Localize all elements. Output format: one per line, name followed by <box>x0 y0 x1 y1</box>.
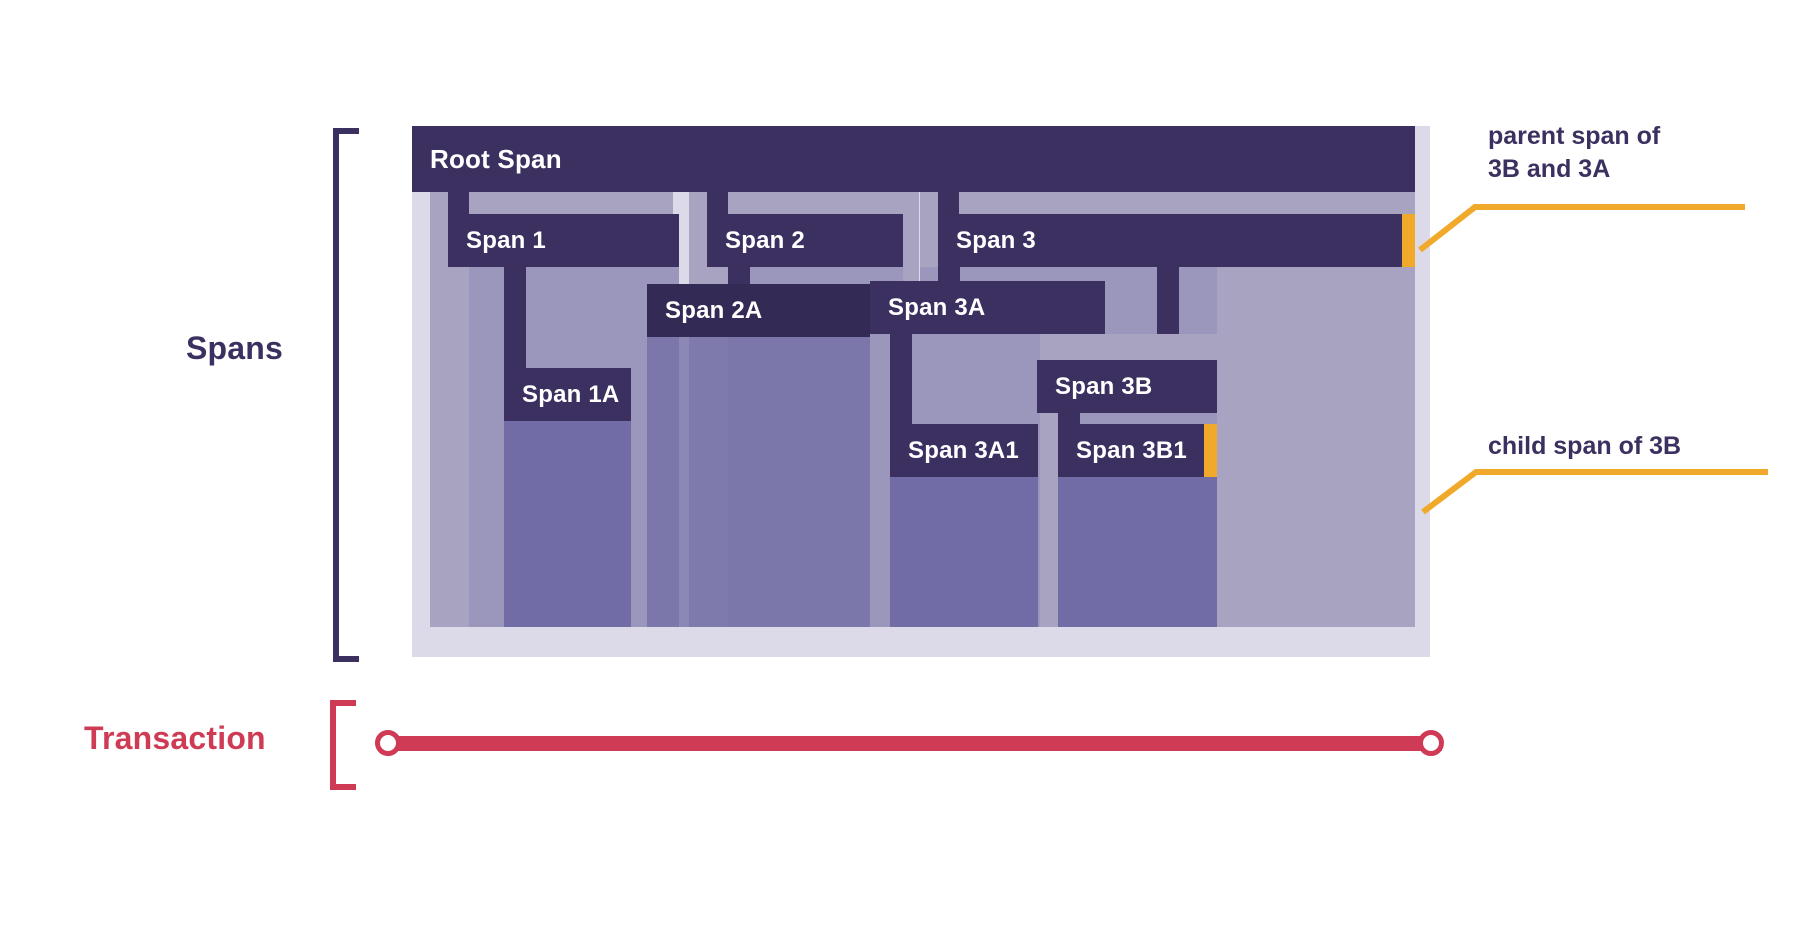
marker-parent-span-3 <box>1402 214 1415 267</box>
span-track-3a1-body <box>890 477 1038 627</box>
spans-waterfall: Root Span Span 1 Span 1A Span 2 Span 2A … <box>412 126 1430 657</box>
span-track-2a-body <box>647 337 903 627</box>
callout-text-child: child span of 3B <box>1488 432 1682 460</box>
connector-span3a-to-span3a1 <box>890 334 912 438</box>
span-bar-2[interactable]: Span 2 <box>707 214 903 267</box>
span-bar-3a1[interactable]: Span 3A1 <box>890 424 1038 477</box>
transaction-timeline-bar <box>385 736 1442 751</box>
callout-leader-line-parent <box>1418 204 1745 253</box>
span-bar-3b1[interactable]: Span 3B1 <box>1058 424 1217 477</box>
spans-bracket <box>333 128 359 662</box>
span-bar-root[interactable]: Root Span <box>412 126 1415 192</box>
transaction-start-dot <box>375 730 401 756</box>
span-bar-3b[interactable]: Span 3B <box>1037 360 1217 413</box>
spans-group-label: Spans <box>186 330 284 366</box>
callout-leader-line-child <box>1421 469 1768 515</box>
span-bar-3a[interactable]: Span 3A <box>870 281 1105 334</box>
span-bar-1[interactable]: Span 1 <box>448 214 679 267</box>
span-bar-2a[interactable]: Span 2A <box>647 284 903 337</box>
transaction-bracket <box>330 700 356 790</box>
span-track-3b1-body <box>1058 477 1217 627</box>
marker-child-span-3b1 <box>1204 424 1217 477</box>
transaction-group-label: Transaction <box>84 720 266 756</box>
span-bar-3[interactable]: Span 3 <box>938 214 1415 267</box>
transaction-end-dot <box>1418 730 1444 756</box>
callout-text-parent: parent span of 3B and 3A <box>1488 122 1661 183</box>
span-track-1a-body <box>504 421 631 627</box>
span-bar-1a[interactable]: Span 1A <box>504 368 631 421</box>
